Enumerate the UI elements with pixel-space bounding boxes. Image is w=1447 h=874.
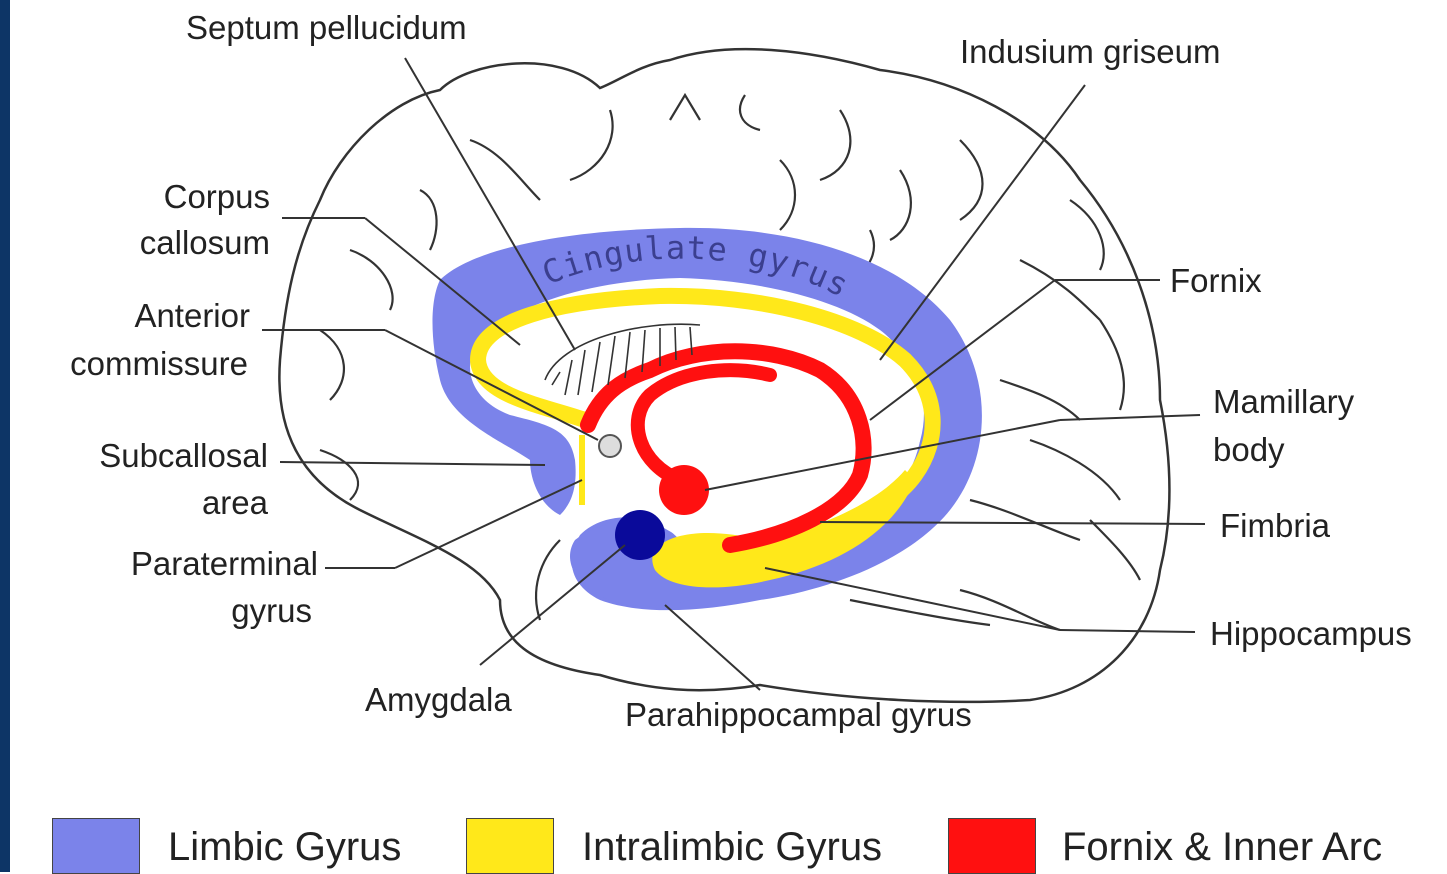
legend-label-limbic: Limbic Gyrus	[168, 822, 401, 872]
legend-label-intralimbic: Intralimbic Gyrus	[582, 822, 882, 872]
label-corpus-callosum-1: Corpus	[100, 173, 270, 220]
label-indusium-griseum: Indusium griseum	[960, 28, 1220, 75]
label-subcallosal-1: Subcallosal	[40, 432, 268, 479]
label-corpus-callosum-2: callosum	[100, 219, 270, 266]
legend-swatch-limbic	[52, 818, 140, 874]
label-hippocampus: Hippocampus	[1210, 610, 1412, 657]
label-mamillary-1: Mamillary	[1213, 378, 1354, 425]
label-septum-pellucidum: Septum pellucidum	[186, 4, 467, 51]
mamillary-body-dot	[659, 465, 709, 515]
label-anterior-commissure-1: Anterior	[20, 292, 250, 339]
label-fornix: Fornix	[1170, 257, 1262, 304]
legend-label-fornix: Fornix & Inner Arc	[1062, 822, 1382, 872]
amygdala-dot	[615, 510, 665, 560]
anterior-commissure-dot	[599, 435, 621, 457]
legend-swatch-intralimbic	[466, 818, 554, 874]
label-amygdala: Amygdala	[365, 676, 512, 723]
label-fimbria: Fimbria	[1220, 502, 1330, 549]
label-paraterminal-1: Paraterminal	[80, 540, 318, 587]
label-mamillary-2: body	[1213, 426, 1285, 473]
label-anterior-commissure-2: commissure	[20, 340, 248, 387]
label-paraterminal-2: gyrus	[80, 587, 312, 634]
label-subcallosal-2: area	[40, 479, 268, 526]
legend-swatch-fornix	[948, 818, 1036, 874]
label-parahippocampal-gyrus: Parahippocampal gyrus	[625, 691, 972, 738]
